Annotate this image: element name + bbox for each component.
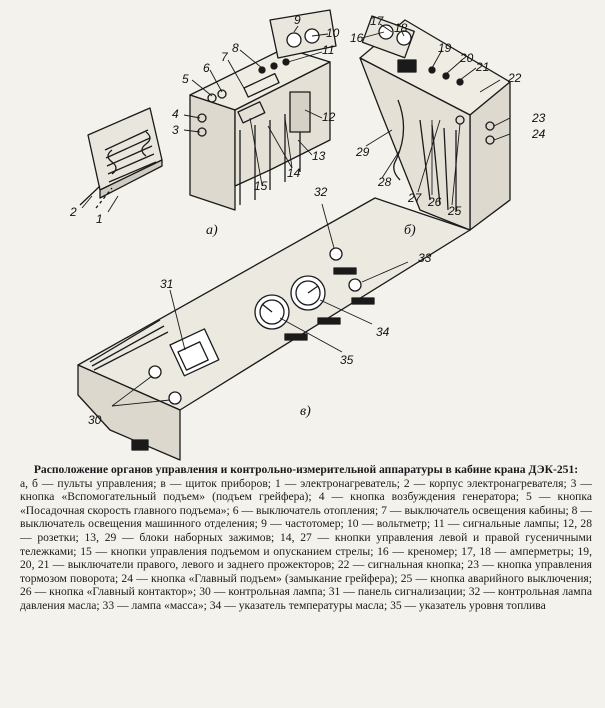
label-28: 28 — [378, 175, 392, 189]
label-33: 33 — [418, 251, 432, 265]
label-5: 5 — [182, 72, 189, 86]
caption-body: а, б — пульты управления; в — щиток приб… — [20, 476, 592, 612]
label-2: 2 — [70, 205, 77, 219]
label-1: 1 — [96, 212, 103, 226]
label-6: 6 — [203, 61, 210, 75]
label-22: 22 — [508, 71, 522, 85]
label-25: 25 — [448, 204, 462, 218]
label-30: 30 — [88, 413, 102, 427]
label-15: 15 — [254, 179, 268, 193]
figure-caption: Расположение органов управления и контро… — [20, 463, 592, 613]
caption-title: Расположение органов управления и контро… — [33, 463, 579, 476]
label-9: 9 — [294, 13, 301, 27]
label-31: 31 — [160, 277, 174, 291]
label-17: 17 — [370, 14, 384, 28]
label-35: 35 — [340, 353, 354, 367]
label-19: 19 — [438, 41, 452, 55]
label-18: 18 — [394, 21, 408, 35]
label-21: 21 — [476, 60, 490, 74]
figure-drawing — [77, 9, 511, 461]
label-7: 7 — [221, 50, 228, 64]
label-12: 12 — [322, 110, 336, 124]
electric-heater-drawing — [79, 107, 163, 209]
label-23: 23 — [532, 111, 546, 125]
label-26: 26 — [428, 195, 442, 209]
control-layout-figure: 1 2 3 4 5 6 7 8 9 10 11 12 13 14 15 16 1… — [70, 9, 546, 461]
control-console-a-drawing — [189, 9, 337, 211]
label-16: 16 — [350, 31, 364, 45]
instrument-panel-drawing — [77, 197, 471, 461]
label-14: 14 — [287, 166, 301, 180]
label-3: 3 — [172, 123, 179, 137]
label-10: 10 — [326, 26, 340, 40]
label-27: 27 — [408, 191, 422, 205]
label-8: 8 — [232, 41, 239, 55]
label-24: 24 — [532, 127, 546, 141]
sub-label-b: б) — [404, 223, 416, 238]
label-29: 29 — [356, 145, 370, 159]
control-console-b-drawing — [359, 15, 511, 231]
label-34: 34 — [376, 325, 390, 339]
label-11: 11 — [322, 43, 335, 57]
label-4: 4 — [172, 107, 179, 121]
sub-label-c: в) — [300, 404, 311, 419]
label-20: 20 — [460, 51, 474, 65]
label-32: 32 — [314, 185, 328, 199]
label-13: 13 — [312, 149, 326, 163]
sub-label-a: а) — [206, 223, 218, 238]
